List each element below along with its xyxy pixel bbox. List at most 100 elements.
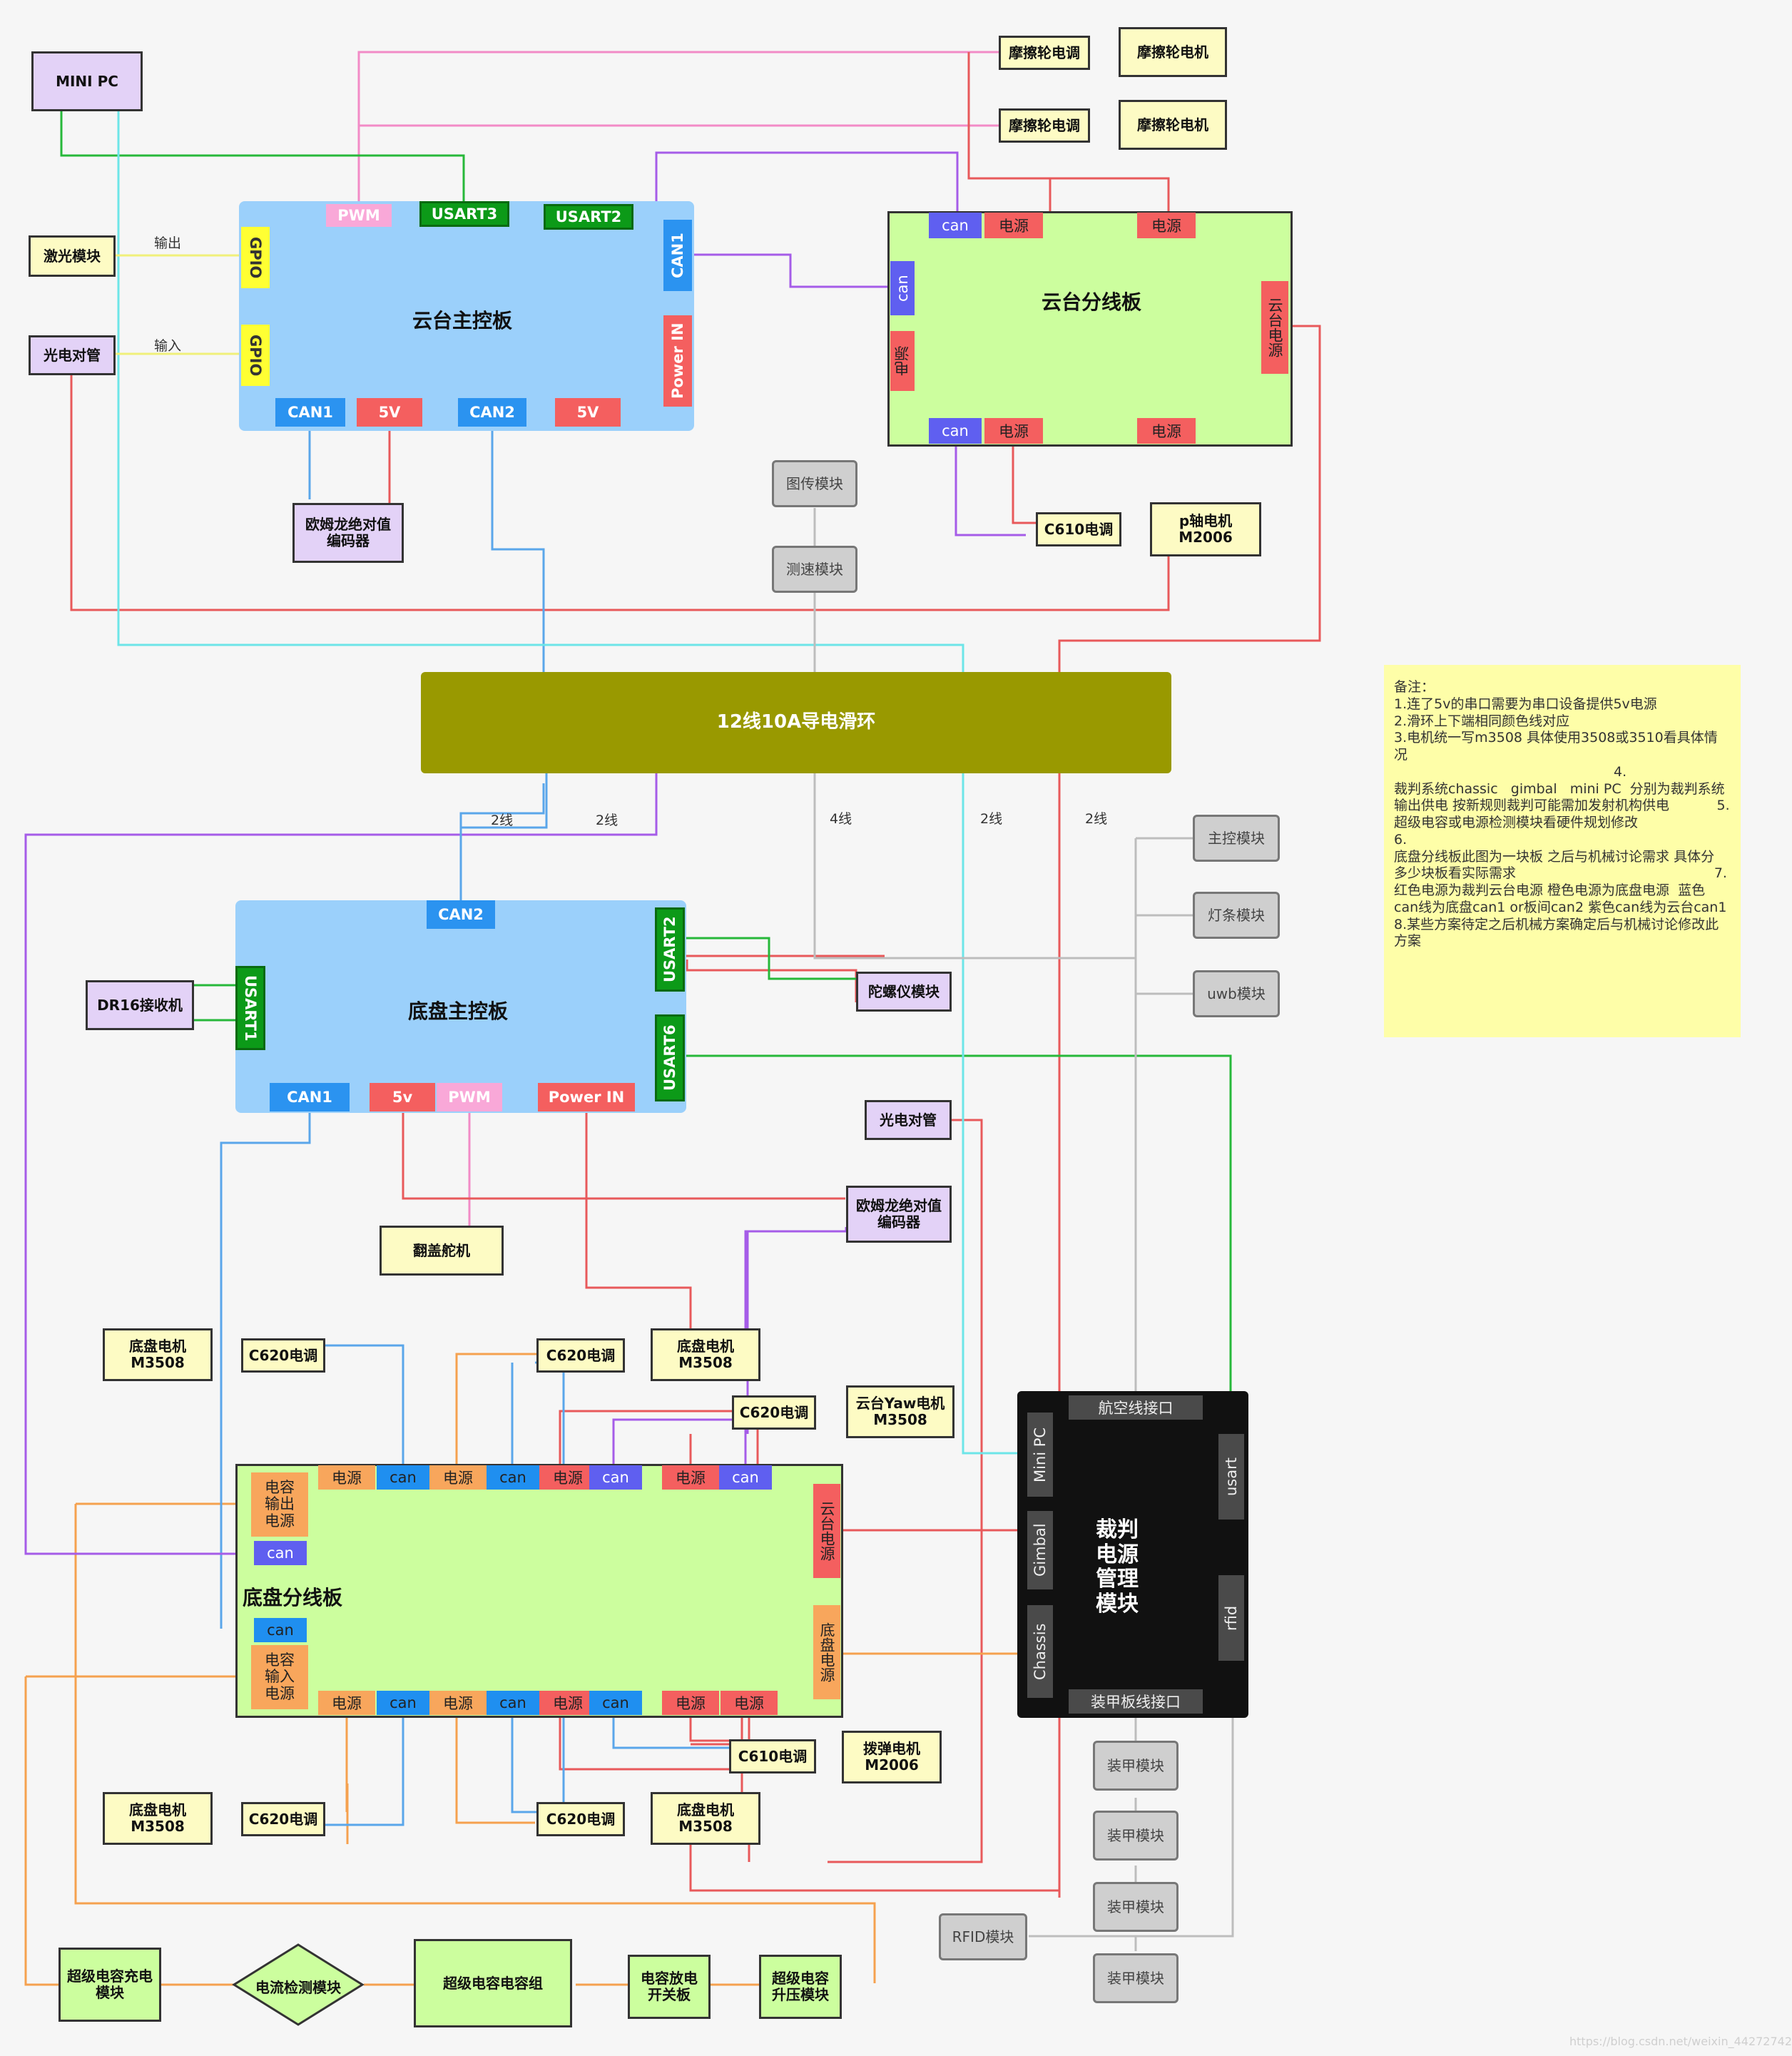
csplit-can-top-2: can <box>487 1465 539 1490</box>
photo-sensor-bottom: 光电对管 <box>865 1100 952 1140</box>
yaw-motor: 云台Yaw电机 M3508 <box>846 1385 954 1438</box>
gsplit-can-left: can <box>890 261 915 315</box>
slip-label-2d: 2线 <box>1085 811 1108 827</box>
referee-title: 裁判 电源 管理 模块 <box>1096 1517 1139 1617</box>
cap-charge-module: 超级电容充电 模块 <box>58 1948 161 2022</box>
ref-chassis-port: Chassis <box>1027 1605 1053 1698</box>
chassis-motor-1: 底盘电机 M3508 <box>103 1328 213 1381</box>
csplit-power-bottom-2: 电源 <box>429 1691 487 1715</box>
csplit-can-bottom-3: can <box>589 1691 642 1715</box>
csplit-power-bottom-3: 电源 <box>539 1691 596 1715</box>
armor-module-1: 装甲模块 <box>1093 1741 1178 1791</box>
csplit-power-bottom-1: 电源 <box>318 1691 375 1715</box>
gimbal-c610-esc: C610电调 <box>1036 512 1121 546</box>
gsplit-power-top-1: 电源 <box>984 213 1043 238</box>
current-detect-label: 电流检测模块 <box>255 1979 341 1996</box>
friction-motor-2: 摩擦轮电机 <box>1119 100 1227 150</box>
csplit-power-top-2: 电源 <box>429 1465 487 1490</box>
csplit-can-top-4: can <box>719 1465 772 1490</box>
gimbal-split-board <box>887 211 1293 447</box>
gimbal-usart3-port: USART3 <box>419 201 509 227</box>
rfid-module: RFID模块 <box>939 1913 1027 1960</box>
cap-in-power: 电容 输入 电源 <box>251 1645 308 1709</box>
note-line: 多少块板看实际需求 7. <box>1394 865 1727 882</box>
csplit-power-top-4: 电源 <box>662 1465 719 1490</box>
gsplit-can-bottom: can <box>929 418 982 444</box>
note-line: 红色电源为裁判云台电源 橙色电源为底盘电源 蓝色 <box>1394 882 1706 898</box>
note-line: 2.滑环上下端相同颜色线对应 <box>1394 713 1570 729</box>
csplit-can-top-3: can <box>589 1465 642 1490</box>
uwb-module: uwb模块 <box>1193 970 1280 1017</box>
main-control-module: 主控模块 <box>1193 815 1280 862</box>
slip-ring: 12线10A导电滑环 <box>421 672 1171 773</box>
feeder-c610-esc: C610电调 <box>729 1739 816 1773</box>
slip-label-4: 4线 <box>830 811 852 827</box>
img-tx-module: 图传模块 <box>772 460 857 507</box>
friction-esc-1: 摩擦轮电调 <box>999 36 1090 70</box>
gyro-module: 陀螺仪模块 <box>856 972 952 1012</box>
chassis-can1-port: CAN1 <box>270 1083 350 1111</box>
chassis-motor-2: 底盘电机 M3508 <box>651 1328 760 1381</box>
note-line: 超级电容或电源检测模块看硬件规划修改 6. <box>1394 815 1724 848</box>
csplit-power-bottom-5: 电源 <box>721 1691 778 1715</box>
gimbal-board-title: 云台主控板 <box>412 309 513 332</box>
green-uart-wires <box>60 107 1232 1437</box>
csplit-can-top-1: can <box>377 1465 429 1490</box>
speed-module: 测速模块 <box>772 546 857 593</box>
chassis-pwm-port: PWM <box>437 1083 502 1111</box>
chassis-5v-port: 5v <box>370 1083 435 1111</box>
chassis-split-board <box>235 1464 843 1718</box>
note-line: 4. <box>1394 763 1627 780</box>
csplit-chassis-power: 底盘电源 <box>813 1605 840 1699</box>
gimbal-5v-port-1: 5V <box>357 398 422 427</box>
chassis-board-title: 底盘主控板 <box>408 999 509 1023</box>
ref-usart-port: usart <box>1218 1434 1244 1520</box>
input-label: 输入 <box>154 338 182 354</box>
armor-module-3: 装甲模块 <box>1093 1882 1178 1932</box>
laser-module: 激光模块 <box>29 235 116 277</box>
ref-gimbal-port: Gimbal <box>1027 1511 1053 1589</box>
csplit-can-left-2: can <box>254 1618 307 1642</box>
friction-motor-1: 摩擦轮电机 <box>1119 27 1227 77</box>
csplit-can-bottom-2: can <box>487 1691 539 1715</box>
chassis-usart6-port: USART6 <box>655 1014 685 1101</box>
cyan-minipc-wires <box>117 107 1027 1455</box>
slip-label-2c: 2线 <box>980 811 1003 827</box>
gimbal-5v-port-2: 5V <box>555 398 621 427</box>
chassis-usart2-port: USART2 <box>655 907 685 992</box>
gsplit-gimbal-power: 云台电源 <box>1261 281 1288 374</box>
encoder-bottom: 欧姆龙绝对值 编码器 <box>846 1186 952 1243</box>
gimbal-can1-bottom-port: CAN1 <box>275 398 345 427</box>
c620-esc-1: C620电调 <box>241 1338 325 1373</box>
armor-module-2: 装甲模块 <box>1093 1811 1178 1861</box>
photo-sensor-top: 光电对管 <box>29 335 116 375</box>
chassis-power-in-port: Power IN <box>538 1083 635 1111</box>
encoder-top: 欧姆龙绝对值 编码器 <box>292 503 404 563</box>
note-line: 备注： <box>1394 679 1435 695</box>
gimbal-gpio-port-2: GPIO <box>241 325 270 386</box>
csplit-power-top-3: 电源 <box>539 1465 596 1490</box>
watermark: https://blog.csdn.net/weixin_44272742 <box>1569 2035 1792 2048</box>
gsplit-power-bottom-1: 电源 <box>984 418 1043 444</box>
ref-rfid-port: rfid <box>1218 1575 1244 1661</box>
note-line: 方案 <box>1394 933 1422 950</box>
gimbal-can1-port: CAN1 <box>663 220 692 291</box>
armor-module-4: 装甲模块 <box>1093 1953 1178 2003</box>
csplit-power-bottom-4: 电源 <box>662 1691 719 1715</box>
note-line: 3.电机统一写m3508 具体使用3508或3510看具体情况 <box>1394 730 1718 763</box>
ref-minipc-port: Mini PC <box>1027 1413 1053 1497</box>
chassis-motor-4: 底盘电机 M3508 <box>651 1792 760 1845</box>
cap-discharge-board: 电容放电 开关板 <box>628 1955 711 2019</box>
slip-label-2b: 2线 <box>596 813 618 828</box>
note-line: 8.某些方案待定之后机械方案确定后与机械讨论修改此 <box>1394 916 1719 932</box>
lid-servo: 翻盖舵机 <box>380 1226 504 1276</box>
c620-esc-3: C620电调 <box>241 1802 325 1836</box>
chassis-motor-3: 底盘电机 M3508 <box>103 1792 213 1845</box>
chassis-can2-port: CAN2 <box>427 900 495 929</box>
csplit-power-top-1: 电源 <box>318 1465 375 1490</box>
cap-boost-module: 超级电容 升压模块 <box>759 1955 842 2019</box>
gsplit-can-top: can <box>929 213 982 238</box>
note-line: 1.连了5v的串口需要为串口设备提供5v电源 <box>1394 696 1657 712</box>
gimbal-can2-bottom-port: CAN2 <box>458 398 526 427</box>
gimbal-split-title: 云台分线板 <box>1042 290 1142 314</box>
